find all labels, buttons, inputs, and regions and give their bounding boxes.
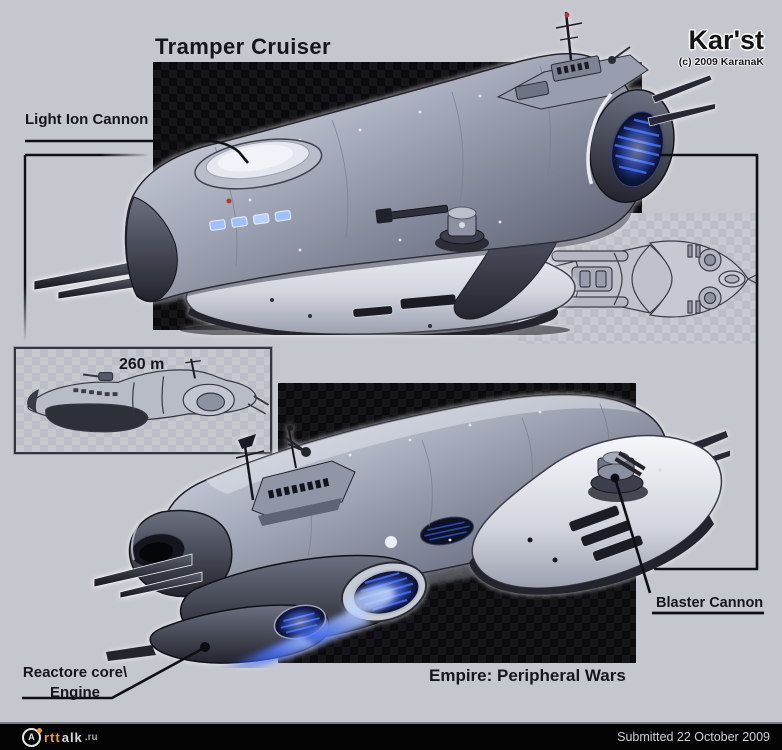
artist-logo: Kar'st: [688, 25, 764, 55]
lower-ship-gun-barrels: [93, 553, 203, 599]
lower-ship-engine-nacelles: [106, 554, 428, 668]
upper-ship-turret: [375, 204, 489, 252]
submitted-date: Submitted 22 October 2009: [617, 730, 770, 744]
page-title: Tramper Cruiser: [155, 34, 331, 59]
arttalk-logo-light: alk: [61, 729, 83, 745]
artist-copyright: (c) 2009 KaranaK: [678, 56, 764, 68]
label-ship-length: 260 m: [119, 356, 165, 373]
upper-ship-superstructure: [496, 11, 649, 110]
label-reactor-engine: Reactore core\ Engine: [0, 663, 150, 703]
label-reactor-line2: Engine: [49, 684, 100, 701]
artist-watermark: Kar'st (c) 2009 KaranaK: [679, 27, 764, 68]
side-view-schematic-inset: [14, 347, 272, 454]
upper-ship-window-lights: [209, 210, 292, 231]
side-view-schematic: [27, 358, 270, 433]
label-reactor-line1: Reactore core\: [22, 664, 128, 681]
arttalk-a-icon: A: [22, 727, 42, 747]
label-empire-caption: Empire: Peripheral Wars: [429, 666, 626, 685]
engine-exhaust-glow: [221, 586, 396, 668]
lower-ship-render: [93, 394, 730, 668]
label-light-ion-cannon: Light Ion Cannon: [25, 111, 149, 128]
lower-ship-nose: [128, 509, 233, 598]
label-blaster-cannon: Blaster Cannon: [656, 595, 764, 611]
lower-ship-bridge: [235, 425, 356, 526]
arttalk-logo-tld: .ru: [84, 731, 98, 743]
upper-ship-render: [33, 11, 715, 335]
arttalk-logo-orange: rtt: [44, 729, 61, 745]
